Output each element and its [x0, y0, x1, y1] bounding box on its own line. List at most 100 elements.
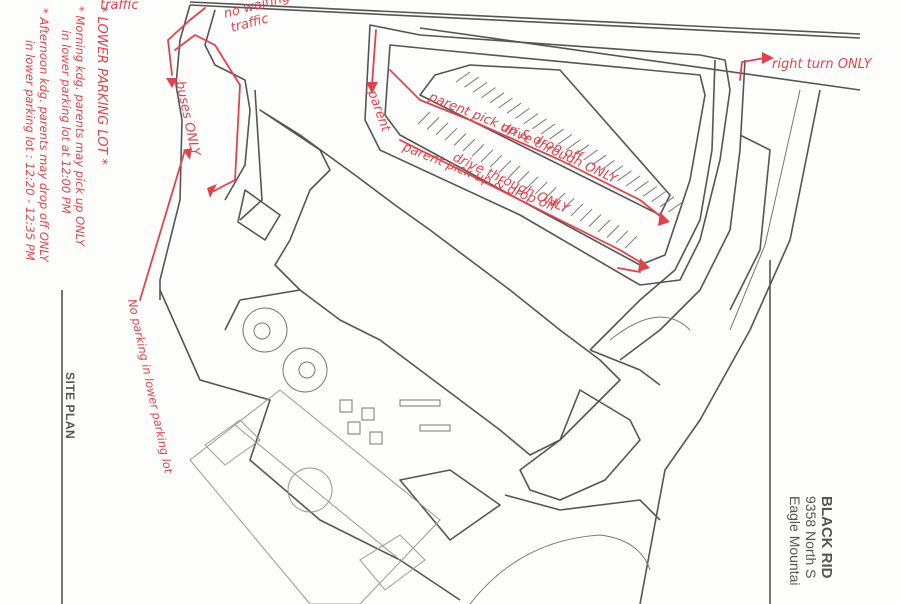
note-morning-2: in lower parking lot at 12:00 PM [59, 30, 73, 214]
parking-aisle [384, 44, 706, 266]
east-walk [729, 89, 801, 331]
note-afternoon-1: * Afternoon kdg. parents may drop off ON… [37, 8, 51, 263]
parking-stall-line [455, 71, 471, 83]
bench-row [399, 399, 441, 407]
parking-stall-line [549, 128, 564, 140]
parking-stall-line [615, 230, 629, 244]
parking-stall-line [435, 122, 449, 136]
sheet-label: SITE PLAN [63, 372, 77, 439]
parking-stall-line [507, 165, 521, 179]
note-afternoon-2: in lower parking lot : 12:20 - 12:35 PM [23, 40, 37, 261]
track-curve [469, 534, 651, 604]
field-center-circle [287, 467, 333, 513]
parking-stall-line [597, 219, 611, 233]
parking-stall-line [668, 201, 683, 213]
traffic-annotations [139, 7, 774, 301]
parking-stall-line [600, 159, 615, 171]
parking-stall-line [570, 203, 584, 217]
site-boundary-east [639, 89, 821, 604]
right-turn-head [762, 52, 774, 64]
title-city: Eagle Mountai [787, 496, 803, 586]
parking-stall-line [417, 111, 431, 125]
route-labels: traffic no waiting traffic buses ONLY No… [100, 0, 873, 475]
goal-box-north [204, 419, 261, 466]
bench-row-2 [419, 424, 451, 432]
parking-stall-line [498, 160, 512, 173]
parking-stall-line [579, 208, 593, 222]
plan-notes: * LOWER PARKING LOT * * Morning kdg. par… [23, 6, 109, 263]
title-school-name: BLACK RID [818, 496, 835, 579]
parking-stall-line [552, 192, 566, 206]
parking-stall-line [624, 235, 638, 249]
parking-stall-line [462, 138, 476, 152]
service-drive [504, 494, 661, 521]
parking-stall-line [481, 87, 496, 99]
drive-through-head-1 [658, 212, 670, 226]
drive-through-exit [617, 267, 641, 273]
parking-stall-line [453, 133, 467, 146]
upper-parking-lot [364, 24, 731, 286]
parent-entry-head [366, 82, 378, 94]
plan-linework [61, 1, 861, 604]
bus-lane-edge [239, 89, 263, 221]
east-drive-curb [729, 134, 771, 311]
portable-building [237, 189, 281, 241]
no-parking-pointer [139, 149, 186, 301]
right-turn-arrow [739, 57, 766, 81]
label-buses-only: buses ONLY [172, 80, 203, 159]
road-north-edge-2 [189, 1, 861, 35]
parking-stall-line [625, 175, 641, 187]
parking-stall-line [606, 225, 620, 238]
title-address: 9358 North S [803, 496, 819, 579]
parking-stall-line [588, 214, 602, 227]
hardcourt [399, 469, 501, 541]
parking-stall-line [523, 113, 539, 125]
parking-stall-line [634, 180, 649, 192]
parking-stalls [417, 71, 683, 249]
parking-stall-line [540, 123, 556, 135]
gym-wing [519, 389, 641, 501]
drive-through-path-2 [399, 139, 646, 266]
play-equip-2 [361, 407, 375, 421]
parking-stall-line [608, 165, 624, 177]
parking-stall-line [543, 187, 557, 200]
bus-arrow-head-1 [166, 78, 178, 88]
label-traffic-top: traffic [100, 0, 139, 13]
goal-box-south [359, 534, 426, 591]
parking-stall-line [489, 154, 503, 168]
road-south-edge [419, 27, 861, 91]
parking-stall-line [464, 76, 479, 88]
parking-stall-line [532, 118, 547, 130]
parking-stall-line [444, 127, 458, 141]
parking-stall-line [591, 154, 607, 166]
label-no-parking: No parking in lower parking lot [125, 298, 176, 475]
parking-stall-line [534, 181, 548, 195]
road-north-edge [189, 4, 861, 39]
note-heading: * LOWER PARKING LOT * [94, 6, 109, 165]
parking-stall-line [506, 102, 522, 114]
parking-stall-line [583, 149, 598, 161]
play-equip-4 [369, 431, 383, 445]
field-midline [234, 424, 401, 561]
court-1-key [253, 322, 271, 340]
bus-route-top [167, 7, 206, 76]
parking-stall-line [642, 185, 658, 197]
parking-stall-line [651, 191, 666, 203]
parking-stall-line [525, 176, 539, 190]
parent-entry-arrow [371, 29, 377, 86]
label-right-turn: right turn ONLY [772, 57, 873, 72]
court-2 [282, 347, 328, 393]
play-equip-1 [339, 399, 353, 413]
east-drive-inner [589, 59, 716, 351]
play-equip-3 [347, 421, 361, 435]
parking-stall-line [516, 171, 530, 184]
parking-stall-line [557, 133, 573, 145]
west-drive-outer [159, 4, 191, 300]
title-block: BLACK RID 9358 North S Eagle Mountai [787, 496, 835, 586]
label-drive-through-2: drive through ONLY [450, 150, 572, 217]
parking-stall-line [426, 117, 440, 130]
court-2-key [298, 361, 316, 379]
bus-arrow-head-2 [207, 184, 217, 198]
parking-stall-line [472, 81, 488, 93]
